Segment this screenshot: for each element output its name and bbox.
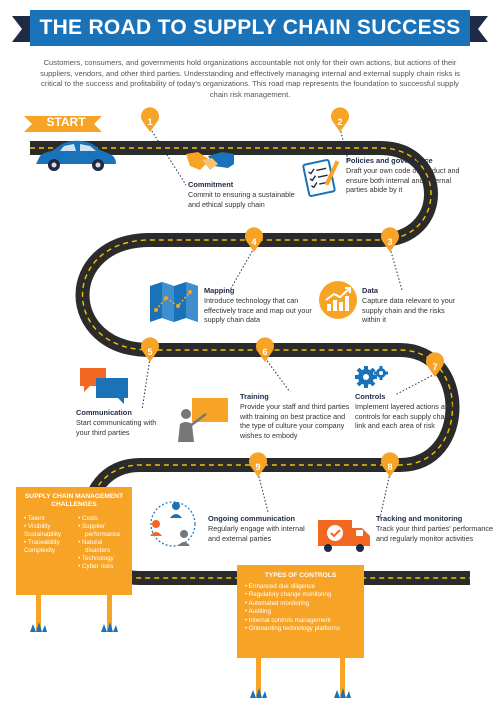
list-item-continued: disasters: [85, 547, 111, 554]
list-item: Automated monitoring: [245, 600, 364, 608]
start-sign: [24, 116, 102, 132]
speech-bubbles-icon: [80, 368, 128, 404]
pin-6-number: 6: [262, 347, 267, 357]
step-8-tracking: Tracking and monitoring Track your third…: [376, 514, 494, 543]
presenter-icon: [178, 398, 228, 442]
pin-6: [256, 337, 274, 362]
step-4-desc: Introduce technology that can effectivel…: [204, 296, 312, 325]
challenges-list-left: Talent Visibility Sustainability Traceab…: [24, 515, 61, 555]
list-item: Costs: [78, 515, 120, 523]
controls-board: TYPES OF CONTROLS Enhanced due diligence…: [237, 565, 364, 658]
step-5-desc: Start communicating with your third part…: [76, 418, 157, 437]
pin-4-number: 4: [251, 237, 256, 247]
growth-chart-icon: [319, 281, 357, 319]
step-9-ongoing-communication: Ongoing communication Regularly engage w…: [208, 514, 308, 543]
pin-3: [381, 227, 399, 252]
pin-2: [331, 107, 349, 132]
network-people-icon: [150, 501, 196, 547]
step-8-title: Tracking and monitoring: [376, 514, 463, 523]
map-icon: [150, 282, 198, 322]
step-3-desc: Capture data relevant to your supply cha…: [362, 296, 456, 325]
gears-icon: [355, 366, 388, 388]
pin-1: [141, 107, 160, 132]
list-item: Traceability: [24, 539, 61, 547]
pin-9: [249, 452, 267, 477]
title-banner: [12, 10, 488, 46]
step-7-desc: Implement layered actions and controls f…: [355, 402, 453, 431]
step-9-desc: Regularly engage with internal and exter…: [208, 524, 305, 543]
pin-9-number: 9: [255, 462, 260, 472]
step-6-title: Training: [240, 392, 269, 401]
pin-4: [245, 227, 263, 252]
step-4-title: Mapping: [204, 286, 235, 295]
list-item: disasters: [78, 547, 120, 555]
step-3-data: Data Capture data relevant to your suppl…: [362, 286, 462, 325]
controls-title: TYPES OF CONTROLS: [264, 572, 337, 579]
challenges-title-line1: SUPPLY CHAIN MANAGEMENT: [24, 493, 124, 500]
list-item: Onboarding technology platforms: [245, 625, 364, 633]
pin-2-number: 2: [337, 117, 342, 127]
step-8-desc: Track your third parties' performance an…: [376, 524, 493, 543]
pin-8-number: 8: [387, 462, 392, 472]
list-item: Natural: [78, 539, 120, 547]
list-item: Visibility: [24, 523, 61, 531]
step-7-title: Controls: [355, 392, 386, 401]
step-1-title: Commitment: [188, 180, 234, 189]
challenges-title: SUPPLY CHAIN MANAGEMENT CHALLENGES: [16, 493, 132, 509]
step-6-desc: Provide your staff and third parties wit…: [240, 402, 350, 440]
handshake-icon: [186, 152, 234, 170]
list-item: performance: [78, 531, 120, 539]
controls-list: Enhanced due diligence Regulatory change…: [237, 583, 364, 633]
challenges-title-line2: CHALLENGES: [51, 501, 97, 508]
delivery-truck-icon: [318, 520, 370, 552]
pin-1-number: 1: [147, 117, 152, 127]
step-2-desc: Draft your own code of conduct and ensur…: [346, 166, 460, 195]
start-label: START: [46, 115, 86, 129]
list-item: Auditing: [245, 608, 364, 616]
step-3-title: Data: [362, 286, 379, 295]
pin-5: [141, 337, 160, 362]
challenges-list-right: Costs Supplier performance Natural disas…: [78, 515, 121, 571]
step-2-policies: Policies and governance Draft your own c…: [346, 156, 466, 195]
list-item: Technology: [78, 555, 120, 563]
challenges-board: SUPPLY CHAIN MANAGEMENT CHALLENGES Talen…: [16, 487, 132, 595]
pin-7: [426, 352, 444, 377]
pin-8: [381, 452, 399, 477]
pin-7-number: 7: [432, 362, 437, 372]
list-item: Regulatory change monitoring: [245, 591, 364, 599]
car-icon: [36, 140, 116, 171]
list-item-continued: performance: [85, 531, 121, 538]
list-item: Talent: [24, 515, 61, 523]
list-item: Sustainability: [24, 531, 62, 538]
pin-5-number: 5: [147, 347, 152, 357]
step-2-title: Policies and governance: [346, 156, 433, 165]
step-4-mapping: Mapping Introduce technology that can ef…: [204, 286, 316, 325]
page-title: THE ROAD TO SUPPLY CHAIN SUCCESS: [39, 16, 461, 39]
checklist-icon: [302, 159, 340, 197]
list-item: Complexity: [24, 547, 56, 554]
step-5-title: Communication: [76, 408, 132, 417]
step-9-title: Ongoing communication: [208, 514, 296, 523]
list-item: Supplier: [78, 523, 120, 531]
step-6-training: Training Provide your staff and third pa…: [240, 392, 352, 440]
step-1-desc: Commit to ensuring a sustainable and eth…: [188, 190, 295, 209]
list-item: Internal controls management: [245, 617, 364, 625]
step-1-commitment: Commitment Commit to ensuring a sustaina…: [188, 180, 298, 209]
pin-3-number: 3: [387, 237, 392, 247]
intro-paragraph: Customers, consumers, and governments ho…: [40, 58, 460, 99]
step-7-controls: Controls Implement layered actions and c…: [355, 392, 455, 431]
list-item: Enhanced due diligence: [245, 583, 364, 591]
list-item: Cyber risks: [78, 563, 120, 571]
step-5-communication: Communication Start communicating with y…: [76, 408, 166, 437]
